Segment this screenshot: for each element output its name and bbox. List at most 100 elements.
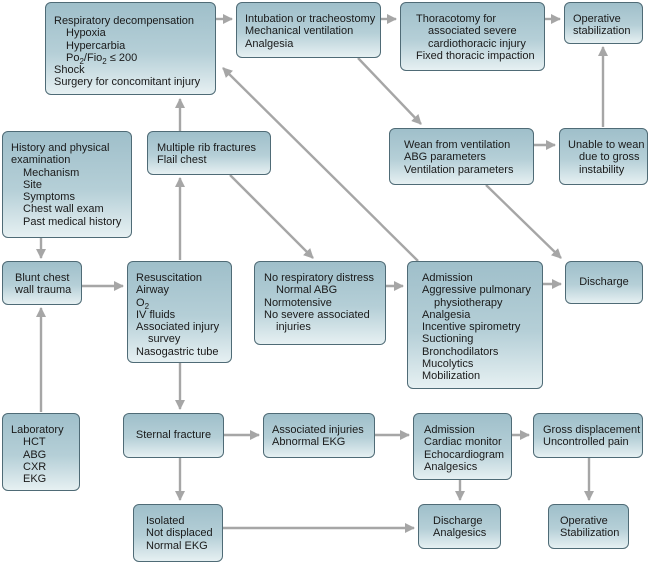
line: Fixed thoracic impaction [416,49,535,62]
box-operative-stabilization-top: Operative stabilization [564,2,643,44]
line: Shock [54,64,85,77]
line: Analgesia [245,37,294,50]
line: Mobilization [422,370,481,383]
line: Mechanical ventilation [245,25,354,38]
line: Aggressive pulmonary [422,284,531,297]
line: IV fluids [136,308,176,321]
line: CXR [23,460,47,473]
line: Sternal fracture [135,429,212,442]
line: Hypercarbia [66,39,126,52]
line: Isolated [146,515,185,527]
line: Intubation or tracheostomy [245,13,376,25]
line: Suctioning [422,333,474,346]
line: Past medical history [23,215,122,228]
line: Not displaced [146,527,213,540]
box-admission-cardiac: Admission Cardiac monitor Echocardiogram… [413,413,512,480]
line: Analgesics [433,527,487,540]
line: No severe associated [264,308,370,321]
line: No respiratory distress [264,272,375,284]
line: survey [148,333,181,346]
line: Echocardiogram [424,448,505,461]
line: Symptoms [23,191,75,204]
box-discharge-top: Discharge [565,261,643,304]
line: Blunt chest [15,272,70,284]
box-laboratory: Laboratory HCT ABG CXR EKG [2,413,80,491]
box-multiple-rib-fractures: Multiple rib fractures Flail chest [147,131,271,175]
line: wall trauma [15,284,72,297]
line: Incentive spirometry [422,321,521,334]
line: Analgesics [424,460,478,473]
box-respiratory-decompensation: Respiratory decompensation Hypoxia Hyper… [45,2,216,95]
line: EKG [23,473,47,486]
box-isolated: Isolated Not displaced Normal EKG [133,504,223,562]
line: ABG parameters [404,151,486,164]
box-thoracotomy: Thoracotomy for associated severe cardio… [400,2,545,71]
box-discharge-analgesics: Discharge Analgesics [418,504,501,549]
line: associated severe [428,25,517,38]
line: Admission [424,424,475,436]
line: Normal EKG [146,539,208,552]
box-admission-pulmonary: Admission Aggressive pulmonary physiothe… [407,261,543,389]
line: Nasogastric tube [136,345,219,358]
line: cardiothoracic injury [428,37,526,50]
line: Operative [560,515,608,527]
line: Thoracotomy for [416,13,497,25]
arrow-intubation-to-wean [357,57,422,125]
line: Multiple rib fractures [157,142,257,154]
box-gross-displacement: Gross displacement Uncontrolled pain [533,413,643,458]
line: Mechanism [23,166,80,179]
line: examination [11,154,71,167]
line: injuries [276,321,311,334]
line: due to gross [579,151,640,164]
line: Normal ABG [276,284,338,297]
box-sternal-fracture: Sternal fracture [123,413,224,458]
line: stabilization [573,25,631,38]
line: Associated injuries [272,424,364,436]
line: Chest wall exam [23,203,104,216]
box-no-respiratory-distress: No respiratory distress Normal ABG Normo… [254,261,386,345]
box-intubation: Intubation or tracheostomy Mechanical ve… [236,2,381,58]
line: Mucolytics [422,358,474,371]
line: Discharge [433,515,483,527]
line: Surgery for concomitant injury [54,76,201,89]
line: Gross displacement [543,424,641,436]
line: HCT [23,436,46,449]
line: Hypoxia [66,27,106,40]
box-unable-to-wean: Unable to wean due to gross instability [559,128,648,185]
line: Cardiac monitor [424,436,502,449]
line: physiotherapy [434,296,503,309]
line: Discharge [579,276,629,289]
box-resuscitation: Resuscitation Airway O2 IV fluids Associ… [127,261,232,363]
line: Po2/Fio2 ≤ 200 [66,51,138,67]
line: Associated injury [136,321,220,334]
line: Operative [573,13,621,25]
box-wean: Wean from ventilation ABG parameters Ven… [389,128,534,185]
line: Uncontrolled pain [543,436,629,449]
arrow-rib-to-nodistress [229,174,314,259]
arrow-admission-to-respdecomp [222,67,419,262]
box-associated-injuries: Associated injuries Abnormal EKG [263,413,375,458]
line: ABG [23,448,47,461]
line: Analgesia [422,308,471,321]
line: Site [23,178,42,191]
line: Respiratory decompensation [54,15,195,27]
line: Airway [136,284,170,297]
line: Unable to wean [568,139,645,151]
line: Wean from ventilation [404,139,511,151]
line: Laboratory [11,424,64,436]
line: Admission [422,272,473,284]
line: Flail chest [157,154,207,167]
line: Bronchodilators [422,345,499,358]
line: instability [579,163,625,176]
box-operative-stabilization-bottom: Operative Stabilization [548,504,629,549]
line: Resuscitation [136,272,203,284]
line: Normotensive [264,296,332,309]
line: O2 [136,296,150,311]
line: Stabilization [560,527,620,540]
line: Ventilation parameters [404,163,514,176]
line: Abnormal EKG [272,436,346,449]
box-history: History and physical examination Mechani… [2,131,132,238]
line: History and physical [11,142,110,154]
box-blunt-chest-wall-trauma: Blunt chest wall trauma [2,261,82,305]
